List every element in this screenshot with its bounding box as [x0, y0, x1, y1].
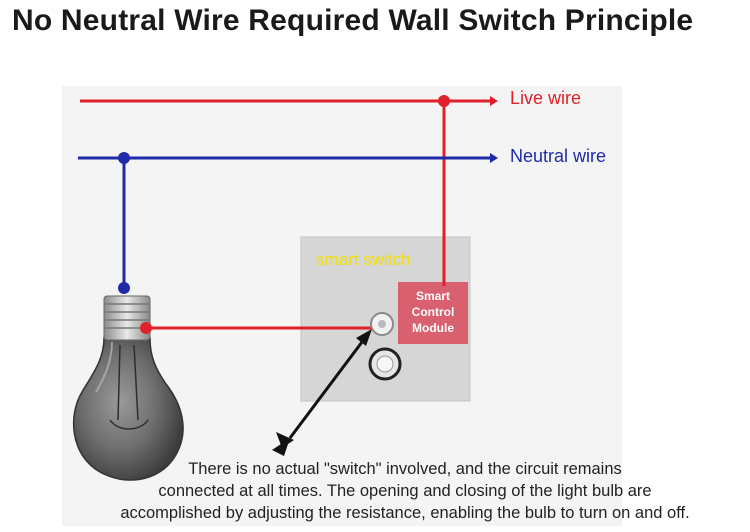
switch-terminal-icon [370, 312, 394, 336]
light-bulb-icon [72, 282, 184, 481]
smart-control-module-label: Smart Control Module [400, 288, 466, 336]
bulb-terminal-dot [140, 322, 152, 334]
explanation-caption: There is no actual "switch" involved, an… [60, 458, 750, 524]
module-label-line: Control [411, 305, 455, 319]
live-wire-arrow [490, 96, 498, 106]
live-wire-label: Live wire [510, 88, 582, 108]
live-wire-junction [438, 95, 450, 107]
caption-line: connected at all times. The opening and … [158, 482, 652, 500]
neutral-wire-arrow [490, 153, 498, 163]
switch-button-icon [368, 347, 402, 381]
page-title: No Neutral Wire Required Wall Switch Pri… [12, 4, 694, 37]
caption-line: accomplished by adjusting the resistance… [120, 504, 690, 522]
pointer-arrow-icon [272, 329, 372, 456]
neutral-wire-label: Neutral wire [510, 146, 607, 166]
module-label-line: Module [412, 321, 454, 335]
neutral-wire-junction [118, 152, 130, 164]
smart-switch-label: smart switch [316, 250, 411, 269]
smart-control-module [398, 282, 468, 344]
module-label-line: Smart [415, 289, 450, 303]
caption-line: There is no actual "switch" involved, an… [188, 460, 622, 478]
